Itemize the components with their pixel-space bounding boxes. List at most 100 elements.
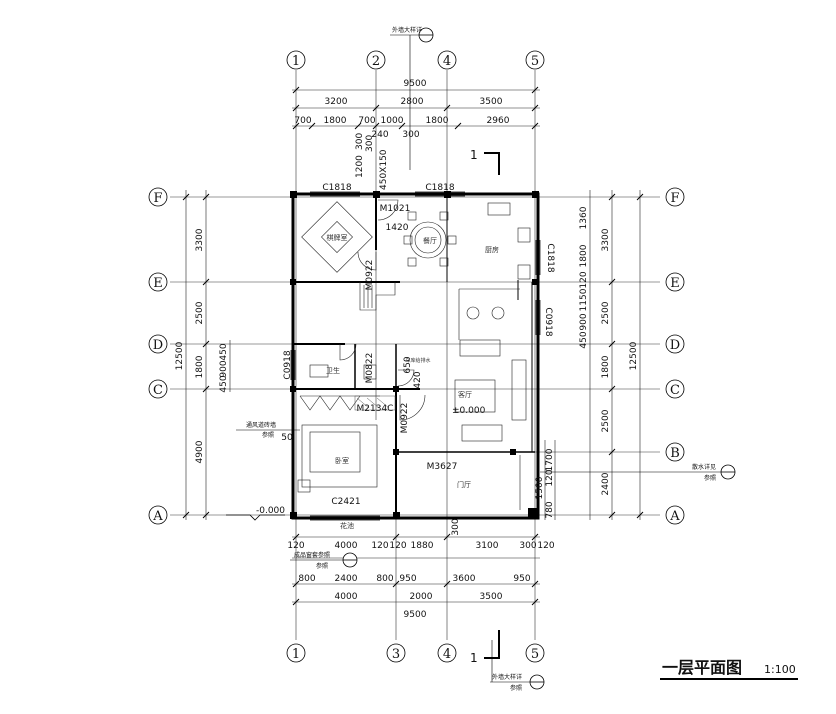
drawing-title: 一层平面图 [662,658,742,677]
axis-col-label: 1 [292,54,300,69]
dim-text: 120 [537,541,554,551]
dim-text: 3600 [453,574,476,584]
door-tag: M0922 [365,260,375,291]
callout-text: 参照 [262,431,274,439]
dim-text: 950 [399,574,416,584]
axis-row-label: A [152,509,163,524]
dim-text: 1880 [411,541,434,551]
section-marks [484,152,500,659]
top-vertical-dims: 1200 300 300 450X150 [355,133,389,190]
room-label-chess: 棋牌室 [327,233,348,242]
callout-leaders [236,34,721,683]
dim-text: 12500 [629,341,639,370]
room-label-living: 客厅 [458,390,472,399]
window-tag: C1818 [322,183,351,193]
dim-text: 900 [579,313,589,330]
callout-texts: 外墙大样详 通风道砖墙 参照 成品窗套参照 参照 散水详见 参照 外墙大样详 参… [246,26,716,692]
title-block: 一层平面图 1:100 [660,658,798,680]
dim-text: 700 [358,116,375,126]
dim-total-top: 9500 [404,79,427,89]
opening-tags: C1818 C1818 C1818 C0918 C0918 C2421 M102… [283,183,555,507]
dimension-ticks [182,86,644,606]
axis-col-label: 3 [392,647,400,662]
dim-text: 950 [513,574,530,584]
dimension-lines [185,89,641,603]
dim-text: 2400 [335,574,358,584]
dim-text: 1800 [426,116,449,126]
dim-text: 4000 [335,592,358,602]
dim-text: 1150 [579,288,589,311]
dim-text: 1360 [579,206,589,229]
axis-row-label: A [669,509,680,524]
dim-text: 1500 [535,476,545,499]
dim-text: 1800 [601,355,611,378]
window-tag: C1818 [425,183,454,193]
dim-text: 2500 [601,301,611,324]
room-label-water: 车库给排水 [405,357,430,364]
callout-text: 通风道砖墙 [246,421,276,429]
section-number: 1 [470,651,478,665]
windows-marks [290,191,541,521]
dim-text: 1800 [579,244,589,267]
axis-row-label: F [153,191,162,206]
floor-elevation: ±0.000 [452,406,486,416]
dim-text: 3500 [480,97,503,107]
dim-text: 12500 [175,341,185,370]
dim-text: 1000 [381,116,404,126]
dim-text: 120 [545,469,555,486]
callout-text: 参照 [510,684,522,692]
dim-text: 3200 [325,97,348,107]
room-label-dining: 餐厅 [423,236,437,245]
section-number: 1 [470,148,478,162]
window-tag: C2421 [331,497,360,507]
axis-labels: 1 2 4 5 1 3 4 5 F E D C A F E D C B A [152,54,680,662]
dim-text: 4000 [335,541,358,551]
dim-text: 120 [579,271,589,288]
dim-text: 450X150 [379,149,389,190]
callout-text: 外墙大样详 [392,26,422,34]
callout-text: 参照 [704,474,716,482]
callout-markers [342,27,736,690]
dim-text: 450 [219,343,229,360]
axis-col-label: 4 [443,647,451,662]
top-dimensions: 9500 3200 2800 3500 700 1800 700 1000 18… [294,79,509,140]
dim-text: 450 [579,331,589,348]
door-swings [339,199,426,421]
dim-text: 800 [298,574,315,584]
axis-col-label: 1 [292,647,300,662]
axis-col-label: 4 [443,54,451,69]
outdoor-elevation: -0.000 [256,506,285,516]
dim-text: 2400 [601,472,611,495]
dim-text: 700 [294,116,311,126]
left-dimensions: 12500 3300 2500 1800 4900 450 900 450 [175,228,229,463]
callout-text: 参照 [316,562,328,570]
dim-text: 1800 [324,116,347,126]
dim-text: 120 [287,541,304,551]
room-label-foyer: 门厅 [457,480,471,489]
axis-col-label: 5 [531,54,539,69]
dim-text: 120 [371,541,388,551]
elevation-marker [226,514,285,521]
dim-text: 3100 [476,541,499,551]
room-labels: 棋牌室 餐厅 厨房 卫生 客厅 卧室 门厅 花池 车库给排水 [326,233,499,530]
axis-lines [170,70,660,640]
column-posts [290,191,539,519]
axis-bubbles [148,50,685,663]
dim-text: 1800 [195,355,205,378]
room-label-garden: 花池 [340,521,354,530]
window-tag: C0918 [283,350,293,379]
door-tag: M3627 [427,462,458,472]
door-tag: M0822 [365,353,375,384]
axis-row-label: D [153,338,163,353]
room-label-kitchen: 厨房 [485,245,499,254]
drawing-scale: 1:100 [764,663,796,676]
dim-text: 1420 [386,223,409,233]
callout-text: 成品窗套参照 [294,551,330,559]
dim-text: 240 [371,130,388,140]
dim-text: 300 [402,130,419,140]
dim-text: 2500 [601,409,611,432]
dim-text: 300 [451,518,461,535]
axis-col-label: 5 [531,647,539,662]
axis-row-label: E [153,276,163,291]
